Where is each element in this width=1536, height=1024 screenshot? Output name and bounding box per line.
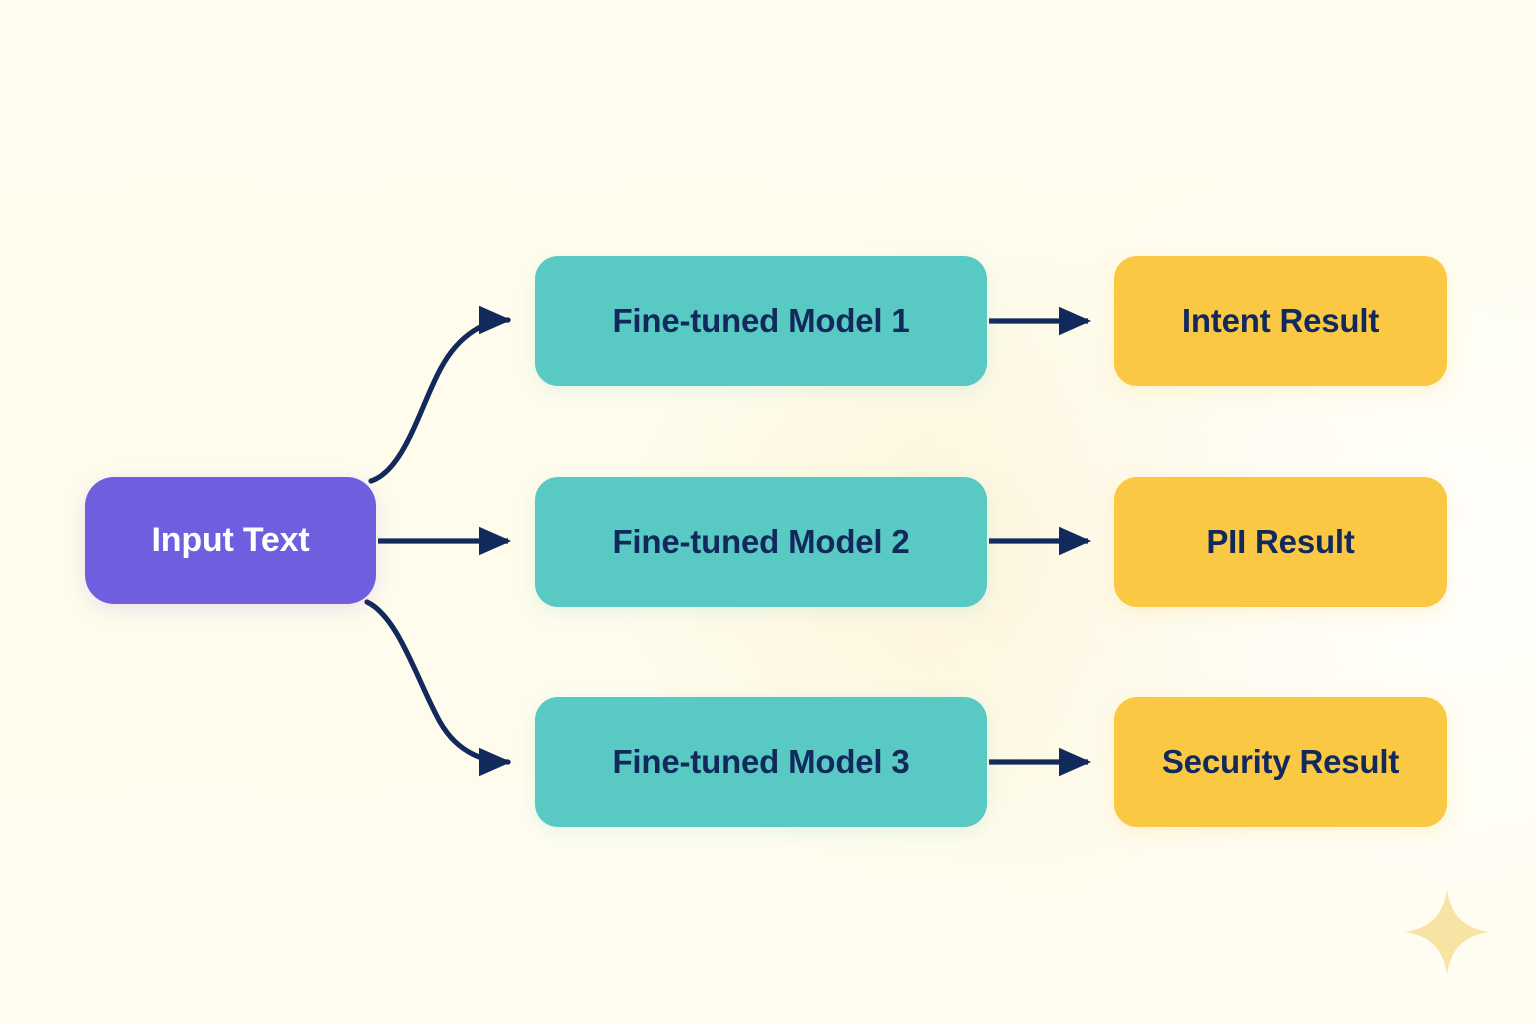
- node-security-result-label: Security Result: [1161, 743, 1400, 780]
- node-fine-tuned-model-2[interactable]: Fine-tuned Model 2: [535, 477, 987, 607]
- node-input-text-label: Input Text: [151, 521, 310, 559]
- node-input-text[interactable]: Input Text: [85, 477, 376, 604]
- sparkle-icon: [1404, 889, 1490, 975]
- node-intent-result-label: Intent Result: [1181, 302, 1380, 339]
- node-fine-tuned-model-3-label: Fine-tuned Model 3: [612, 743, 910, 780]
- node-security-result[interactable]: Security Result: [1114, 697, 1447, 827]
- node-intent-result[interactable]: Intent Result: [1114, 256, 1447, 386]
- node-pii-result[interactable]: PII Result: [1114, 477, 1447, 607]
- node-fine-tuned-model-1[interactable]: Fine-tuned Model 1: [535, 256, 987, 386]
- node-fine-tuned-model-1-label: Fine-tuned Model 1: [612, 302, 910, 339]
- edge-input-to-model-1: [368, 305, 512, 484]
- edge-input-to-model-3: [364, 599, 512, 777]
- node-fine-tuned-model-2-label: Fine-tuned Model 2: [612, 523, 910, 560]
- node-fine-tuned-model-3[interactable]: Fine-tuned Model 3: [535, 697, 987, 827]
- node-pii-result-label: PII Result: [1206, 523, 1355, 560]
